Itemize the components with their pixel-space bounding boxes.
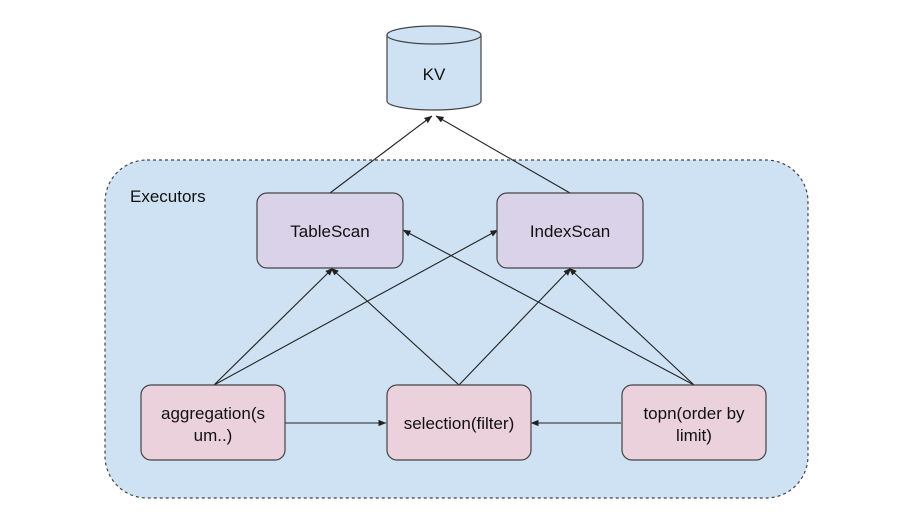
kv-storage-node: KV bbox=[386, 25, 482, 111]
selection-node: selection(filter) bbox=[386, 384, 532, 461]
aggregation-node: aggregation(s um..) bbox=[140, 384, 286, 461]
aggregation-label-line2: um..) bbox=[194, 426, 233, 445]
aggregation-label-line1: aggregation(s bbox=[161, 404, 265, 423]
topn-label-line2: limit) bbox=[676, 426, 712, 445]
indexscan-label: IndexScan bbox=[530, 222, 610, 241]
arrow-topn-to-tablescan bbox=[402, 229, 695, 386]
tablescan-node: TableScan bbox=[256, 192, 404, 269]
arrow-tablescan-to-kv bbox=[329, 115, 433, 194]
kv-label: KV bbox=[423, 65, 446, 84]
arrow-indexscan-to-kv bbox=[435, 115, 571, 194]
indexscan-node: IndexScan bbox=[496, 192, 644, 269]
arrows bbox=[213, 115, 695, 427]
tablescan-label: TableScan bbox=[290, 222, 369, 241]
selection-label: selection(filter) bbox=[404, 414, 515, 433]
arrow-selection-to-indexscan bbox=[458, 267, 572, 386]
topn-node: topn(order by limit) bbox=[621, 384, 767, 461]
executors-label: Executors bbox=[130, 187, 206, 206]
arrow-topn-to-indexscan bbox=[568, 267, 695, 386]
arrow-aggregation-to-tablescan bbox=[213, 267, 334, 386]
topn-label-line1: topn(order by bbox=[643, 404, 745, 423]
arrow-selection-to-tablescan bbox=[330, 267, 460, 386]
